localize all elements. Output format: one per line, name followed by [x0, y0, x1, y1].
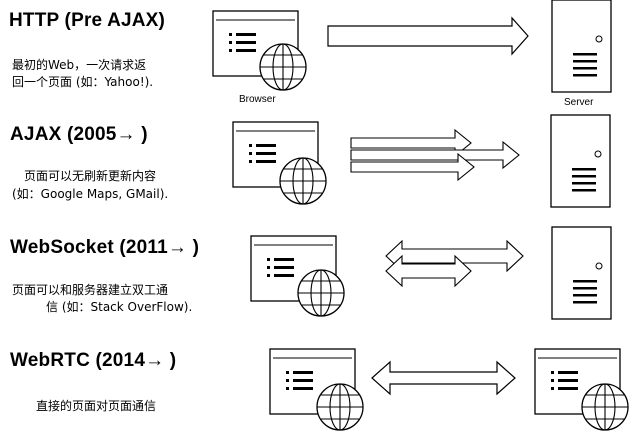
browser-icon-webrtc-right [534, 348, 629, 431]
ajax-arrow-3 [350, 152, 475, 182]
http-request-arrow [327, 16, 529, 56]
ajax-arrow-2 [350, 140, 520, 170]
section-title-websocket: WebSocket (2011→ ) [10, 237, 200, 258]
section-desc-ajax-line2: (如：Google Maps, GMail). [12, 187, 169, 201]
browser-icon-http [212, 10, 307, 91]
section-desc-http-line2: 回一个页面 (如：Yahoo!). [12, 75, 154, 89]
browser-icon-websocket [250, 235, 345, 317]
section-desc-http-line1: 最初的Web，一次请求返 [12, 58, 147, 72]
server-icon-websocket [551, 226, 612, 320]
section-desc-websocket-line2: 信 (如：Stack OverFlow). [46, 300, 193, 314]
section-desc-websocket-line1: 页面可以和服务器建立双工通 [12, 283, 169, 297]
server-icon-ajax [550, 114, 611, 208]
section-desc-ajax-line1: 页面可以无刷新更新内容 [24, 169, 157, 183]
section-desc-webrtc-line1: 直接的页面对页面通信 [36, 399, 157, 413]
server-label: Server [564, 97, 594, 108]
websocket-arrow-2 [385, 254, 472, 288]
webrtc-bidirectional-arrow [371, 360, 516, 396]
section-title-http: HTTP (Pre AJAX) [9, 10, 166, 31]
section-title-webrtc: WebRTC (2014→ ) [10, 350, 177, 371]
browser-icon-webrtc-left [269, 348, 364, 431]
browser-label: Browser [239, 94, 276, 105]
browser-icon-ajax [232, 121, 327, 205]
section-title-ajax: AJAX (2005→ ) [10, 124, 148, 145]
server-icon-http [551, 0, 612, 93]
